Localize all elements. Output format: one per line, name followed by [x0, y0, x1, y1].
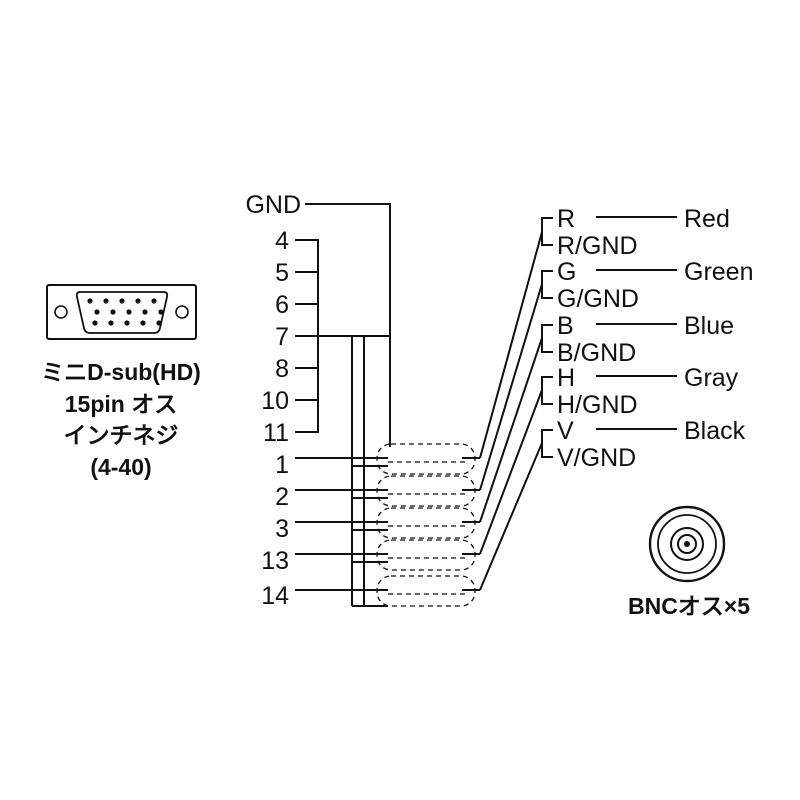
- ground-label-v: V/GND: [557, 444, 636, 472]
- color-label-gray: Gray: [684, 364, 739, 392]
- pin-label-10: 10: [261, 387, 289, 415]
- signal-label-v: V: [557, 417, 574, 445]
- vga-pin-hole: [110, 309, 116, 315]
- color-label-green: Green: [684, 258, 753, 286]
- bnc-label: BNCオス×5: [628, 593, 750, 619]
- pin-label-7: 7: [275, 323, 289, 351]
- vga-pin-hole: [124, 320, 130, 326]
- pin-label-14: 14: [261, 582, 289, 610]
- color-label-blue: Blue: [684, 312, 734, 340]
- connector-name-line-3: インチネジ: [64, 422, 179, 448]
- ground-label-g: G/GND: [557, 285, 639, 313]
- vga-pin-hole: [119, 298, 125, 304]
- color-leader-lines: [596, 216, 677, 430]
- vga-pin-hole: [158, 309, 164, 315]
- pin-label-4: 4: [275, 227, 289, 255]
- signal-wires: [295, 457, 388, 591]
- vga-pin-hole: [94, 309, 100, 315]
- vga-pin-hole: [108, 320, 114, 326]
- vga-pin-hole: [103, 298, 109, 304]
- pin-label-1: 1: [275, 451, 289, 479]
- coax-to-bnc-wires: [462, 231, 543, 591]
- color-label-black: Black: [684, 417, 746, 445]
- signal-label-r: R: [557, 205, 575, 233]
- signal-label-g: G: [557, 258, 576, 286]
- color-label-red: Red: [684, 205, 730, 233]
- signal-label-h: H: [557, 364, 575, 392]
- pin-label-6: 6: [275, 291, 289, 319]
- vga-pin-hole: [126, 309, 132, 315]
- coax-shields: [376, 443, 476, 607]
- pin-label-3: 3: [275, 515, 289, 543]
- pin-label-13: 13: [261, 547, 289, 575]
- pin-label-2: 2: [275, 483, 289, 511]
- connector-name-line-2: 15pin オス: [65, 391, 177, 417]
- bnc-connector-icon: [648, 505, 726, 583]
- vga-pin-hole: [151, 298, 157, 304]
- ground-label-b: B/GND: [557, 339, 636, 367]
- pin-label-8: 8: [275, 355, 289, 383]
- signal-brackets: [541, 217, 553, 458]
- connector-name-line-4: (4-40): [90, 454, 151, 480]
- vga-pin-hole: [92, 320, 98, 326]
- ground-label-h: H/GND: [557, 391, 638, 419]
- pin-label-11: 11: [263, 419, 289, 447]
- ground-wiring: [295, 203, 391, 607]
- ground-label-r: R/GND: [557, 232, 638, 260]
- vga-pin-hole: [156, 320, 162, 326]
- vga-pin-hole: [135, 298, 141, 304]
- signal-label-b: B: [557, 312, 574, 340]
- vga-pin-hole: [87, 298, 93, 304]
- vga-connector-icon: [46, 284, 197, 340]
- vga-pin-hole: [140, 320, 146, 326]
- connector-name-line-1: ミニD-sub(HD): [41, 359, 201, 385]
- pin-label-5: 5: [275, 259, 289, 287]
- vga-pin-hole: [142, 309, 148, 315]
- pin-label-gnd: GND: [245, 191, 301, 219]
